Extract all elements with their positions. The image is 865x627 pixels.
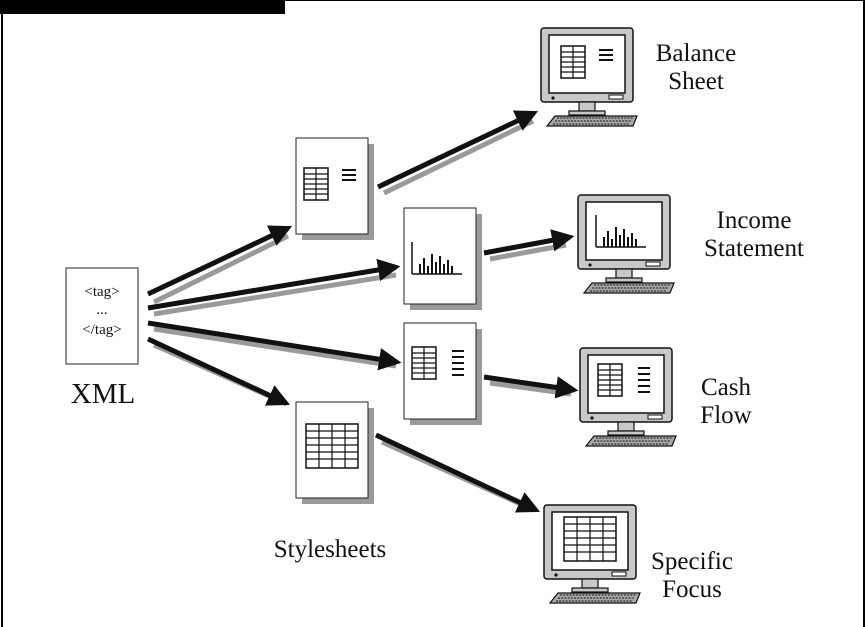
- xml-line-1: <tag>: [84, 284, 120, 300]
- right-border: [863, 0, 865, 627]
- top-border: [285, 0, 865, 1]
- arrow-cash-sheet-to-computer: [483, 374, 579, 399]
- stylesheet-page-balance: [295, 137, 375, 241]
- computer-income: [577, 194, 675, 294]
- stylesheet-page-income: [403, 207, 483, 311]
- computer-balance: [540, 27, 638, 127]
- header-bar: [0, 0, 285, 14]
- computer-cash: [579, 347, 677, 447]
- arrow-xml-to-income-sheet: [147, 258, 401, 317]
- arrow-income-sheet-to-computer: [483, 229, 575, 262]
- stylesheet-page-focus: [295, 401, 375, 505]
- xml-line-3: </tag>: [82, 322, 122, 338]
- arrow-xml-to-balance-sheet: [146, 225, 293, 305]
- arrow-xml-to-cash-sheet: [147, 320, 402, 371]
- income-statement-label: Income Statement: [704, 207, 804, 262]
- specific-focus-label: Specific Focus: [651, 548, 733, 603]
- xml-label: XML: [70, 378, 136, 410]
- arrow-focus-sheet-to-computer: [374, 432, 541, 513]
- balance-sheet-label: Balance Sheet: [655, 40, 737, 95]
- computer-focus: [543, 504, 641, 604]
- stylesheet-page-cash: [403, 322, 483, 426]
- arrows: [146, 110, 579, 513]
- xml-line-2: ...: [96, 302, 108, 318]
- stylesheets-label: Stylesheets: [273, 536, 387, 563]
- arrow-xml-to-focus-sheet: [146, 336, 291, 407]
- left-border: [1, 0, 3, 627]
- arrow-balance-sheet-to-computer: [376, 110, 539, 196]
- xml-document: [65, 267, 139, 365]
- cash-flow-label: Cash Flow: [700, 374, 752, 429]
